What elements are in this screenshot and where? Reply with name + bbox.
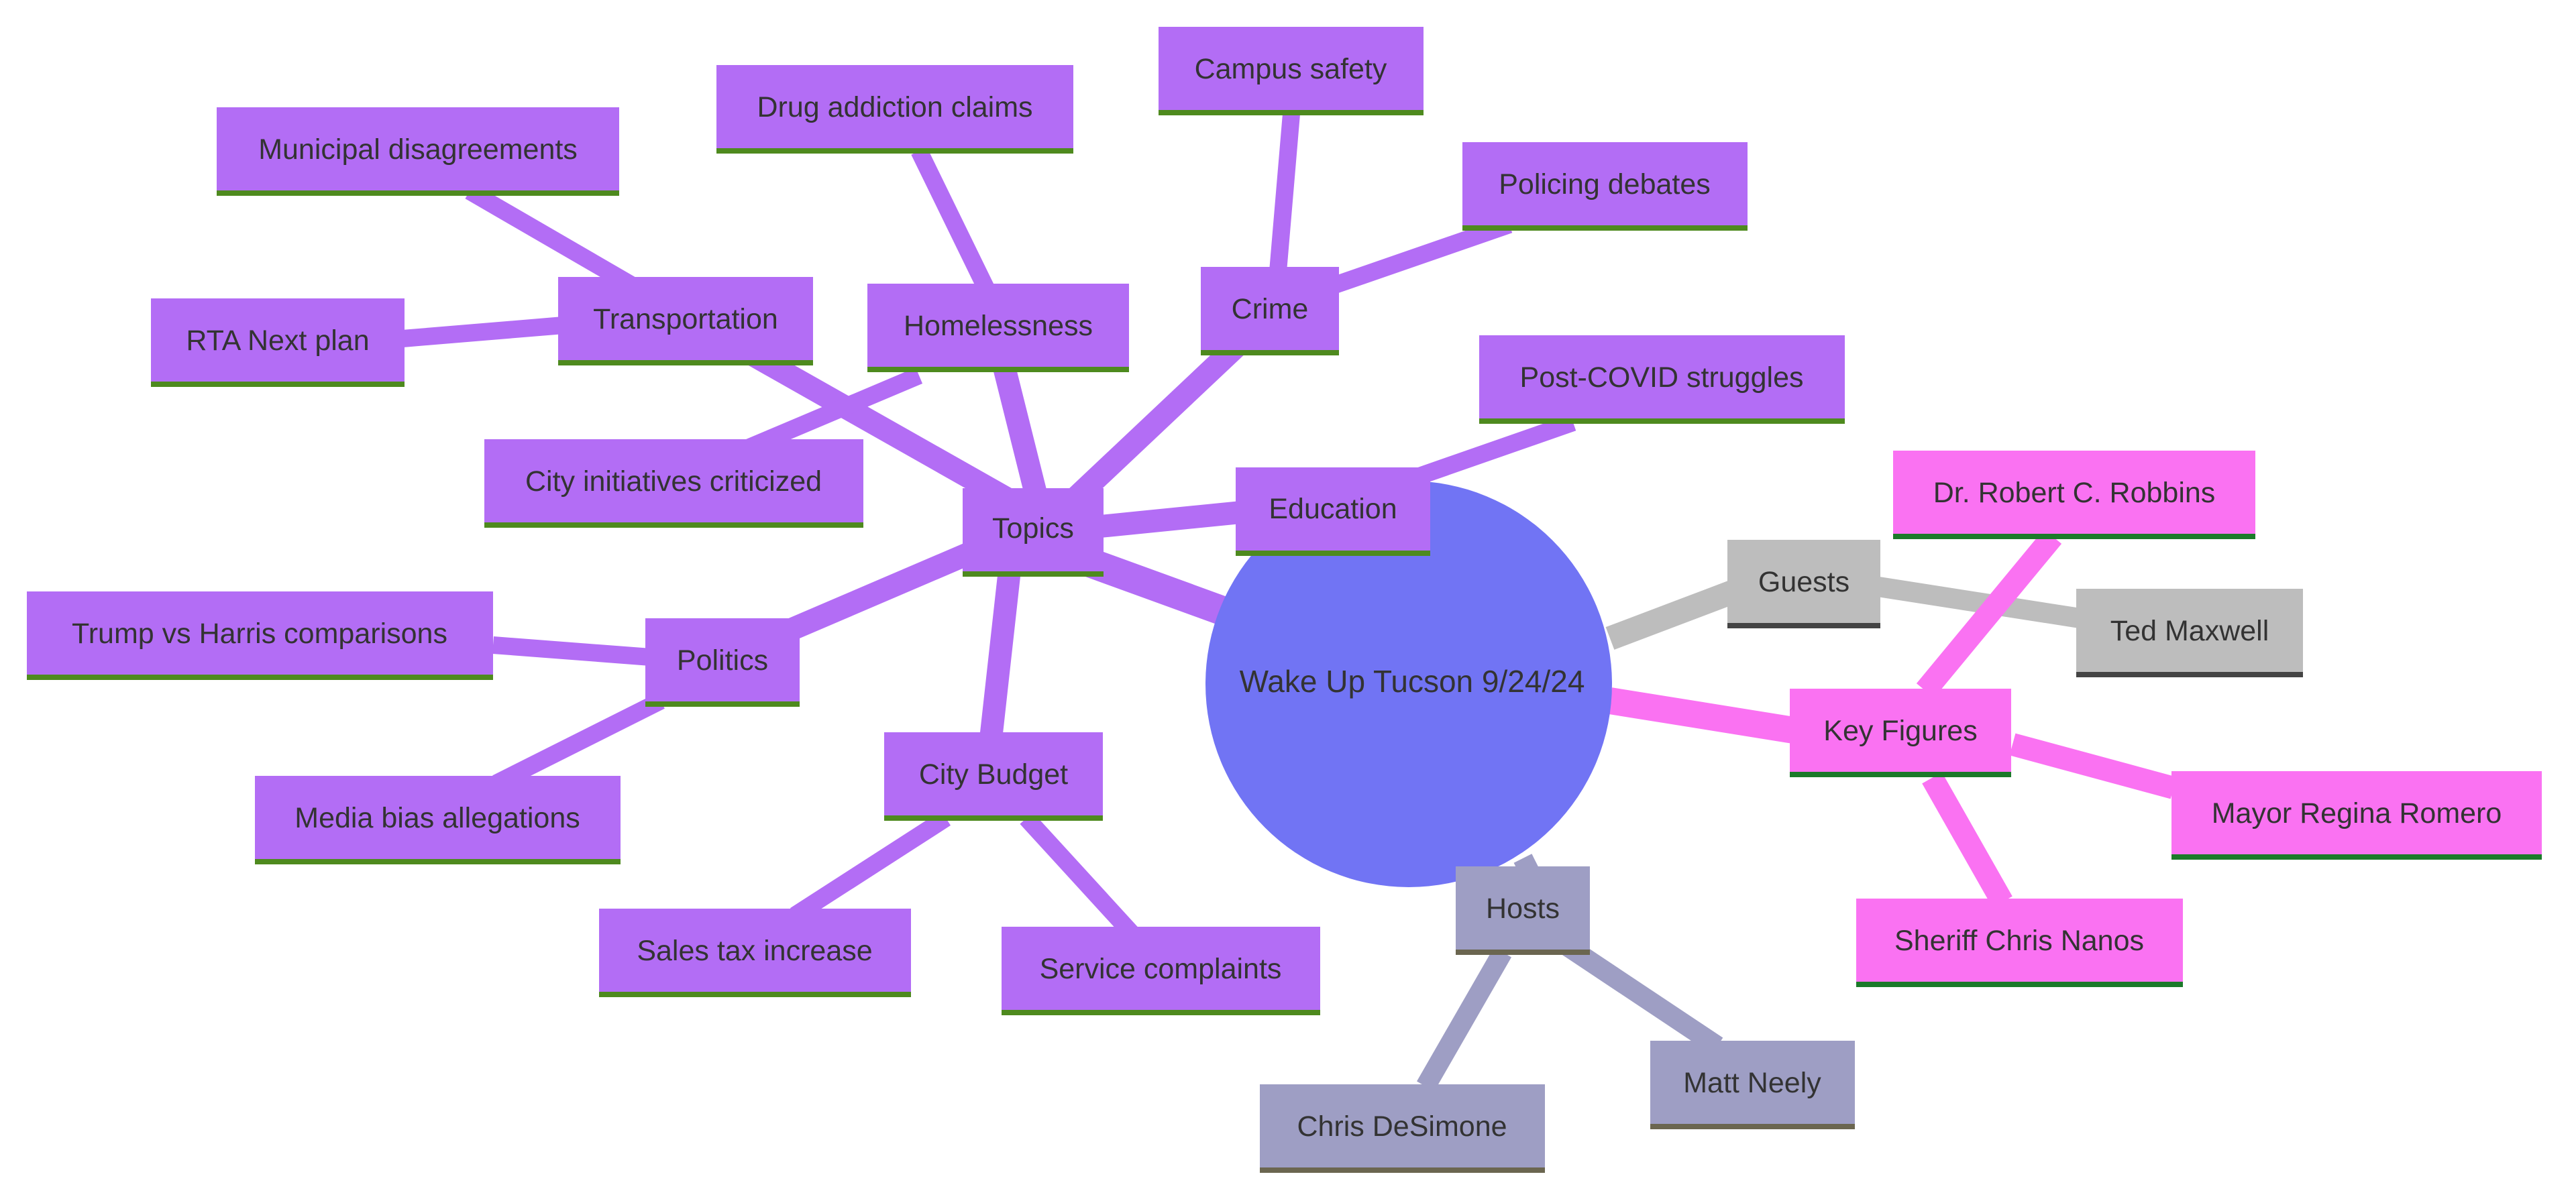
node-key-figures-label: Key Figures	[1823, 715, 1977, 747]
node-crime[interactable]: Crime	[1201, 267, 1339, 355]
edge-topics-politics	[777, 542, 974, 644]
leaf-service-complaints[interactable]: Service complaints	[1002, 927, 1320, 1015]
leaf-policing-debates-label: Policing debates	[1499, 168, 1711, 201]
leaf-regina-romero[interactable]: Mayor Regina Romero	[2171, 771, 2542, 860]
edge-topics-crime	[1055, 333, 1249, 518]
edge-politics-trump	[492, 636, 651, 666]
leaf-chris-desimone[interactable]: Chris DeSimone	[1260, 1084, 1545, 1173]
node-city-budget[interactable]: City Budget	[884, 732, 1103, 821]
leaf-sales-tax-increase[interactable]: Sales tax increase	[599, 909, 911, 997]
root-label: Wake Up Tucson 9/24/24	[1240, 664, 1585, 699]
leaf-rta-next-plan[interactable]: RTA Next plan	[151, 298, 405, 387]
root-circle	[1205, 481, 1612, 887]
node-topics-label: Topics	[992, 512, 1074, 545]
node-homelessness[interactable]: Homelessness	[867, 284, 1129, 372]
leaf-trump-vs-harris[interactable]: Trump vs Harris comparisons	[27, 591, 493, 680]
leaf-rta-next-plan-label: RTA Next plan	[186, 325, 369, 357]
node-homelessness-label: Homelessness	[904, 310, 1093, 342]
edge-citybudget-salestax	[790, 811, 951, 923]
leaf-campus-safety[interactable]: Campus safety	[1159, 27, 1424, 115]
leaf-regina-romero-label: Mayor Regina Romero	[2212, 797, 2502, 830]
edge-citybudget-service	[1020, 812, 1140, 941]
node-education[interactable]: Education	[1236, 467, 1430, 556]
leaf-matt-neely[interactable]: Matt Neely	[1650, 1041, 1855, 1129]
leaf-municipal-disagreements[interactable]: Municipal disagreements	[217, 107, 619, 196]
node-education-label: Education	[1269, 493, 1397, 525]
leaf-service-complaints-label: Service complaints	[1040, 953, 1282, 985]
leaf-post-covid-struggles-label: Post-COVID struggles	[1520, 361, 1804, 394]
leaf-drug-addiction-claims[interactable]: Drug addiction claims	[716, 65, 1073, 154]
leaf-ted-maxwell[interactable]: Ted Maxwell	[2076, 589, 2303, 677]
leaf-chris-nanos-label: Sheriff Chris Nanos	[1894, 925, 2144, 957]
edge-hosts-matt	[1550, 930, 1723, 1055]
node-guests[interactable]: Guests	[1727, 540, 1880, 628]
edge-transportation-rta	[401, 317, 565, 347]
node-transportation[interactable]: Transportation	[558, 277, 813, 365]
edge-hosts-chris	[1416, 947, 1512, 1092]
edge-homelessness-city	[741, 367, 923, 457]
leaf-city-initiatives-criticized[interactable]: City initiatives criticized	[484, 439, 863, 528]
edges	[401, 113, 2177, 1092]
node-transportation-label: Transportation	[593, 303, 778, 335]
root-node[interactable]: Wake Up Tucson 9/24/24	[1205, 481, 1612, 887]
edge-topics-citybudget	[978, 569, 1021, 752]
node-politics-label: Politics	[677, 644, 768, 677]
node-topics[interactable]: Topics	[963, 488, 1104, 577]
edge-transportation-municipal	[465, 183, 642, 296]
edge-crime-campus	[1269, 113, 1300, 273]
leaf-matt-neely-label: Matt Neely	[1683, 1067, 1821, 1099]
leaf-robert-robbins[interactable]: Dr. Robert C. Robbins	[1893, 451, 2255, 539]
edge-education-postcovid	[1412, 414, 1576, 486]
node-city-budget-label: City Budget	[919, 758, 1068, 791]
leaf-media-bias[interactable]: Media bias allegations	[255, 776, 621, 864]
node-hosts[interactable]: Hosts	[1456, 866, 1590, 955]
leaf-trump-vs-harris-label: Trump vs Harris comparisons	[72, 618, 447, 650]
edge-root-keyfigures	[1607, 687, 1801, 744]
node-politics[interactable]: Politics	[645, 618, 800, 707]
edge-topics-education	[1099, 500, 1256, 538]
leaf-media-bias-label: Media bias allegations	[294, 802, 580, 834]
edge-root-guests	[1605, 579, 1742, 650]
edge-keyfigures-robbins	[1916, 529, 2062, 698]
leaf-policing-debates[interactable]: Policing debates	[1462, 142, 1748, 231]
leaf-sales-tax-increase-label: Sales tax increase	[637, 935, 872, 967]
edge-politics-media	[492, 693, 665, 791]
leaf-ted-maxwell-label: Ted Maxwell	[2110, 615, 2269, 647]
leaf-city-initiatives-criticized-label: City initiatives criticized	[525, 465, 822, 498]
node-hosts-label: Hosts	[1486, 893, 1560, 925]
edge-topics-homelessness	[991, 359, 1051, 513]
node-guests-label: Guests	[1758, 566, 1849, 598]
node-crime-label: Crime	[1232, 293, 1309, 325]
edge-keyfigures-nanos	[1922, 772, 2012, 908]
leaf-campus-safety-label: Campus safety	[1195, 53, 1387, 85]
leaf-municipal-disagreements-label: Municipal disagreements	[258, 133, 578, 166]
leaf-post-covid-struggles[interactable]: Post-COVID struggles	[1479, 335, 1845, 424]
edge-crime-policing	[1332, 216, 1513, 294]
edge-homelessness-drug	[911, 147, 994, 292]
edge-keyfigures-romero	[2009, 733, 2177, 799]
edge-topics-transportation	[742, 342, 1032, 520]
node-key-figures[interactable]: Key Figures	[1790, 689, 2011, 777]
leaf-robert-robbins-label: Dr. Robert C. Robbins	[1933, 477, 2216, 509]
leaf-drug-addiction-claims-label: Drug addiction claims	[757, 91, 1032, 123]
leaf-chris-desimone-label: Chris DeSimone	[1297, 1110, 1507, 1143]
leaf-chris-nanos[interactable]: Sheriff Chris Nanos	[1856, 899, 2183, 987]
